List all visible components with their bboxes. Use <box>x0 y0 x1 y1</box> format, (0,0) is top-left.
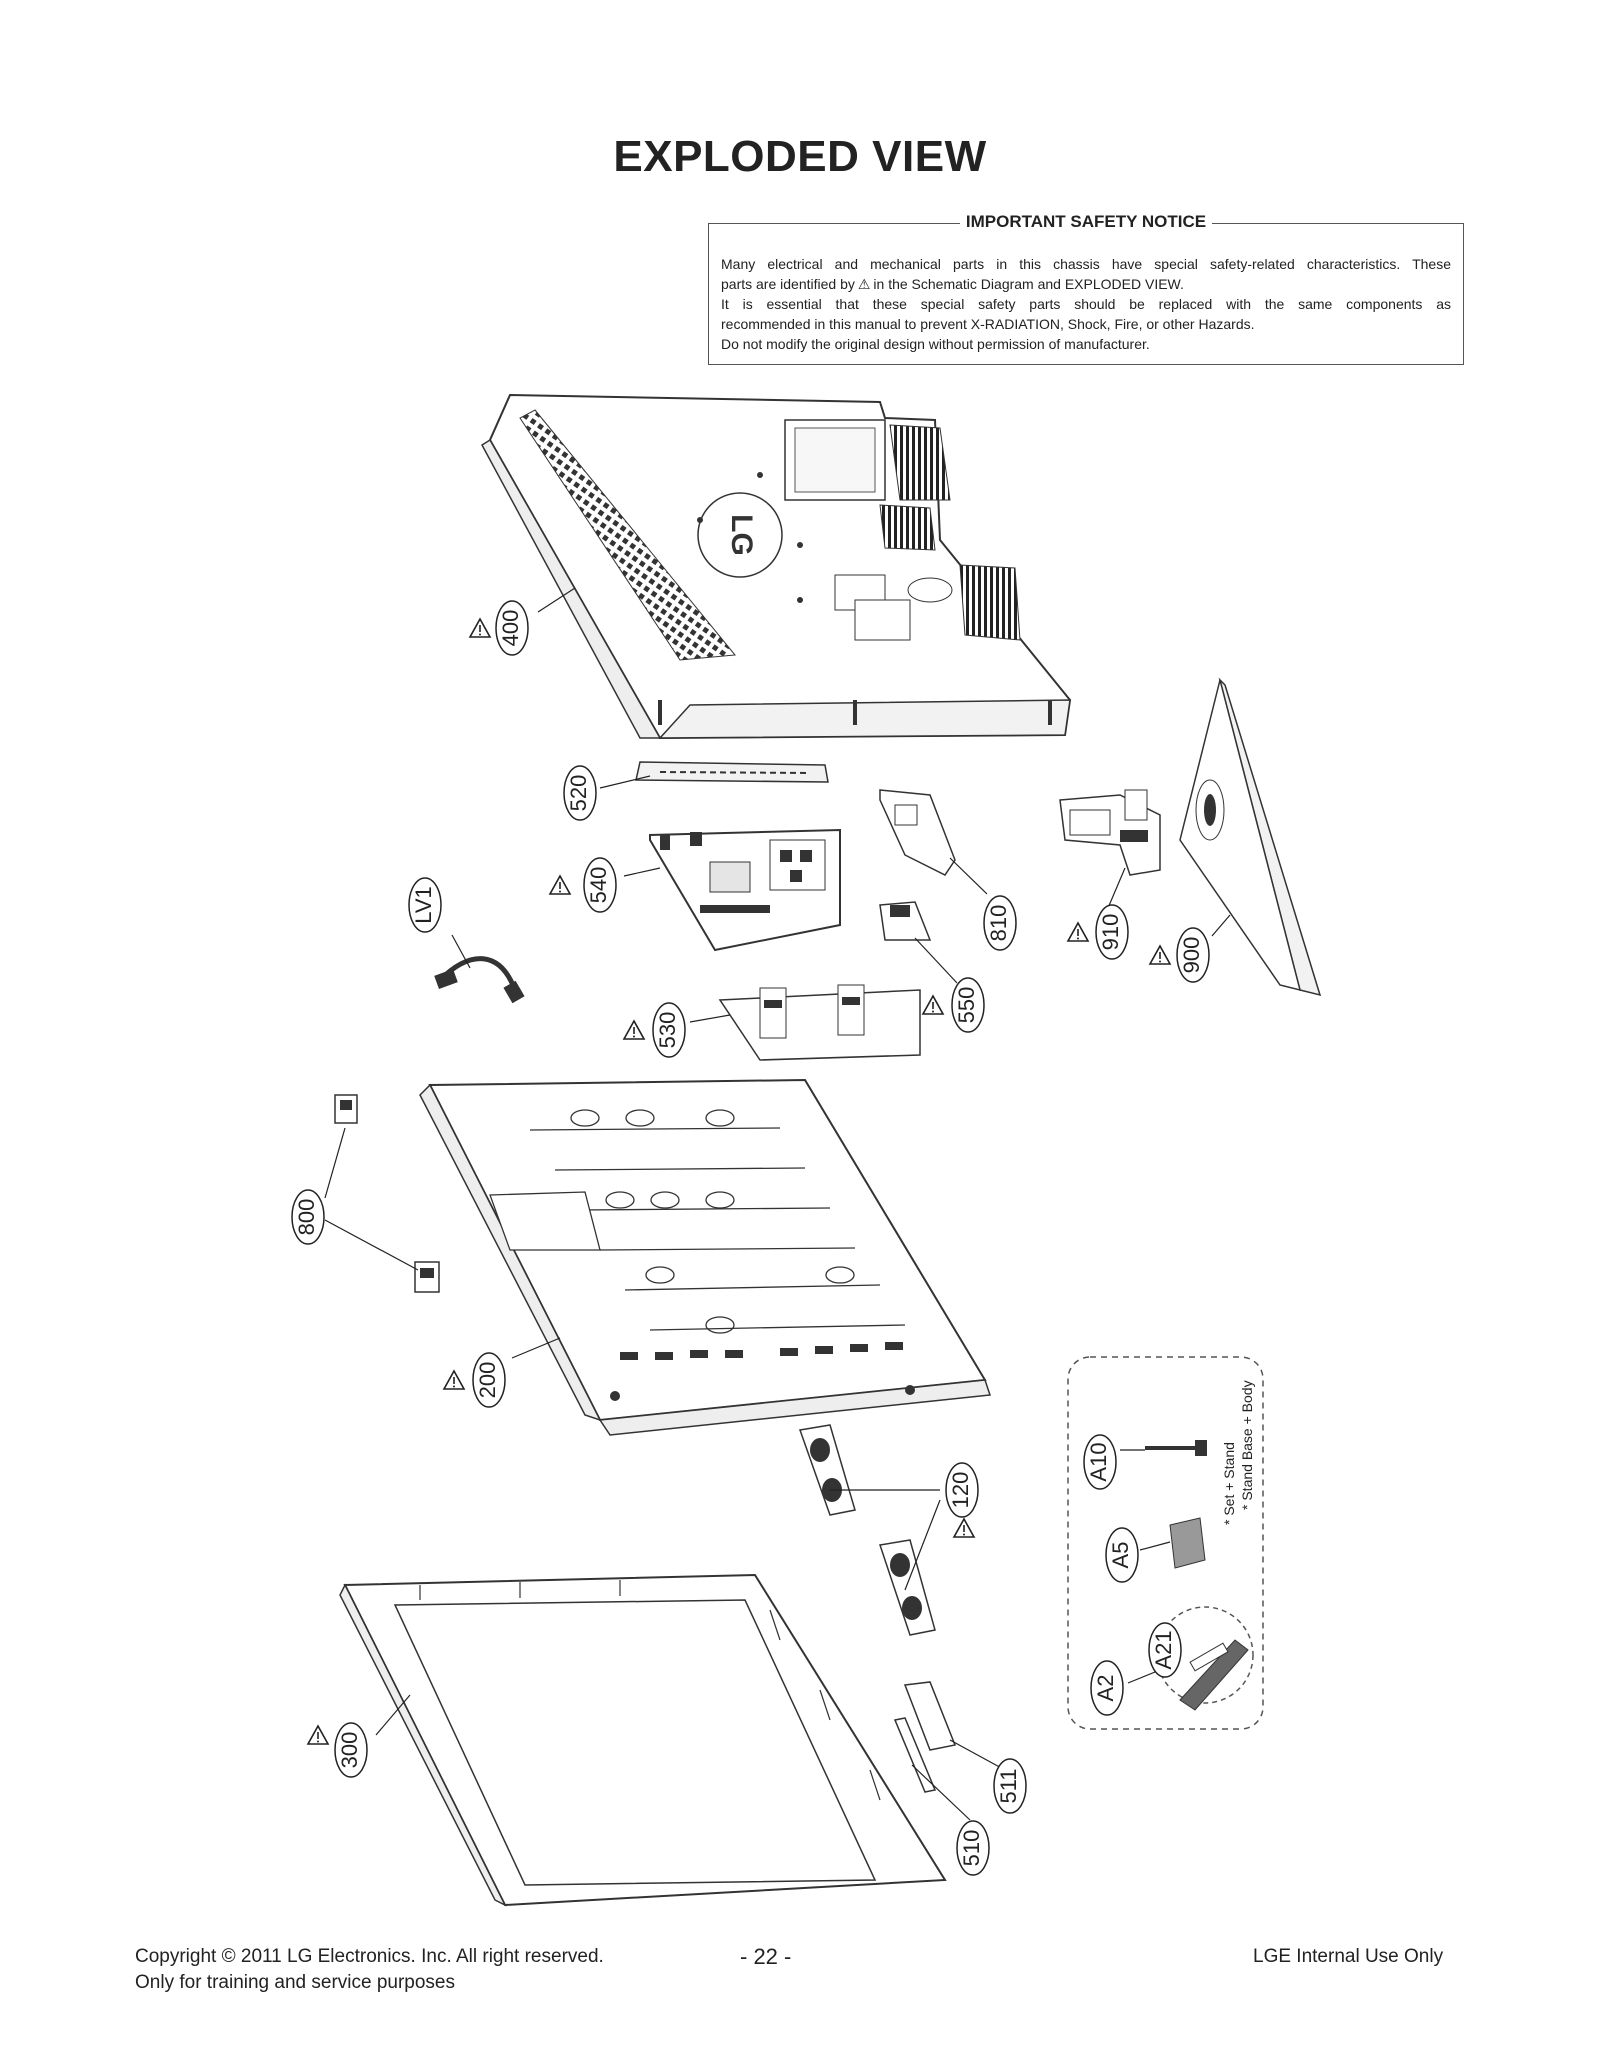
svg-text:810: 810 <box>986 905 1011 942</box>
part-label-540: 540 <box>583 857 617 913</box>
warning-triangle-icon <box>623 1020 645 1040</box>
front-cabinet-part <box>339 1573 947 1907</box>
part-label-a10: A10 <box>1083 1434 1117 1490</box>
svg-text:510: 510 <box>959 1830 984 1867</box>
part-label-550: 550 <box>951 977 985 1033</box>
part-label-a2: A2 <box>1090 1660 1124 1716</box>
tape-a5-part <box>1169 1517 1206 1569</box>
svg-text:A5: A5 <box>1108 1542 1133 1569</box>
part-label-a5: A5 <box>1105 1527 1139 1583</box>
svg-text:120: 120 <box>948 1472 973 1509</box>
button-511-part <box>903 1681 957 1751</box>
svg-text:800: 800 <box>294 1199 319 1236</box>
warning-triangle-icon <box>549 875 571 895</box>
stand-900-part <box>1179 677 1322 997</box>
power-board-part <box>718 984 921 1061</box>
speaker-120-upper-part <box>798 1424 856 1516</box>
clip-800-lower-part <box>414 1261 440 1293</box>
warning-triangle-icon <box>443 1370 465 1390</box>
screw-a10-part <box>1145 1440 1207 1456</box>
safety-notice-title: IMPORTANT SAFETY NOTICE <box>959 212 1213 231</box>
svg-text:A21: A21 <box>1151 1630 1176 1669</box>
purpose-text: Only for training and service purposes <box>135 1972 455 1993</box>
svg-text:520: 520 <box>566 775 591 812</box>
notice-line-5: Do not modify the original design withou… <box>721 336 1150 352</box>
chassis-frame-part <box>419 1078 992 1436</box>
svg-text:400: 400 <box>498 610 523 647</box>
bracket-810-part <box>879 789 956 876</box>
back-cover-part: LG <box>481 393 1072 740</box>
safety-notice-box: IMPORTANT SAFETY NOTICE Many electrical … <box>708 212 1464 365</box>
notice-line-4: recommended in this manual to prevent X-… <box>721 316 1255 332</box>
svg-text:200: 200 <box>475 1362 500 1399</box>
part-label-810: 810 <box>983 895 1017 951</box>
svg-text:530: 530 <box>655 1012 680 1049</box>
footer-left: Copyright © 2011 LG Electronics. Inc. Al… <box>135 1944 604 1996</box>
part-label-200: 200 <box>472 1352 506 1408</box>
part-label-520: 520 <box>563 765 597 821</box>
safety-notice-text: Many electrical and mechanical parts in … <box>721 254 1451 354</box>
svg-text:511: 511 <box>996 1768 1021 1803</box>
svg-text:LV1: LV1 <box>411 886 436 924</box>
accessory-note-line-1: * Set + Stand <box>1221 1442 1237 1525</box>
back-cover-logo: LG <box>725 514 758 556</box>
part-label-300: 300 <box>334 1722 368 1778</box>
svg-text:910: 910 <box>1098 914 1123 951</box>
leader-lines <box>324 587 1231 1821</box>
svg-text:550: 550 <box>954 987 979 1024</box>
warning-triangle-icon <box>307 1725 329 1745</box>
internal-use-text: LGE Internal Use Only <box>1253 1946 1444 1967</box>
page-title: EXPLODED VIEW <box>613 132 987 181</box>
warning-triangle-icon <box>469 618 491 638</box>
svg-text:540: 540 <box>586 867 611 904</box>
part-label-530: 530 <box>652 1002 686 1058</box>
svg-text:900: 900 <box>1179 937 1204 974</box>
part-label-910: 910 <box>1095 904 1129 960</box>
part-label-120: 120 <box>945 1462 979 1518</box>
bracket-a21-part <box>1189 1642 1229 1672</box>
page-number: - 22 - <box>740 1944 792 1969</box>
stand-cover-a2-part <box>1179 1639 1249 1711</box>
clip-800-upper-part <box>334 1094 358 1124</box>
speaker-120-lower-part <box>879 1539 936 1636</box>
part-label-900: 900 <box>1176 927 1210 983</box>
bracket-550-part <box>879 901 932 941</box>
main-board-part <box>649 828 841 952</box>
part-label-800: 800 <box>291 1189 325 1245</box>
notice-line-1: Many electrical and mechanical parts in … <box>721 256 1451 272</box>
svg-text:A2: A2 <box>1093 1675 1118 1702</box>
notice-line-3: It is essential that these special safet… <box>721 296 1451 312</box>
part-label-511: 511 <box>993 1758 1027 1814</box>
warning-triangle-icon <box>922 995 944 1015</box>
warning-triangle-icon <box>1067 922 1089 942</box>
part-label-510: 510 <box>956 1820 990 1876</box>
part-label-lv1: LV1 <box>408 877 442 933</box>
part-label-400: 400 <box>495 600 529 656</box>
accessory-note-line-2: * Stand Base + Body <box>1239 1380 1255 1510</box>
stand-hinge-910-part <box>1059 789 1161 876</box>
notice-line-2: parts are identified by⚠in the Schematic… <box>721 276 1184 292</box>
part-label-a21: A21 <box>1148 1622 1182 1678</box>
svg-text:A10: A10 <box>1086 1442 1111 1481</box>
svg-text:300: 300 <box>337 1732 362 1769</box>
warning-triangle-icon <box>953 1518 975 1538</box>
copyright-text: Copyright © 2011 LG Electronics. Inc. Al… <box>135 1946 604 1967</box>
warning-triangle-icon <box>1149 945 1171 965</box>
warning-triangle-icon: ⚠ <box>857 276 871 292</box>
